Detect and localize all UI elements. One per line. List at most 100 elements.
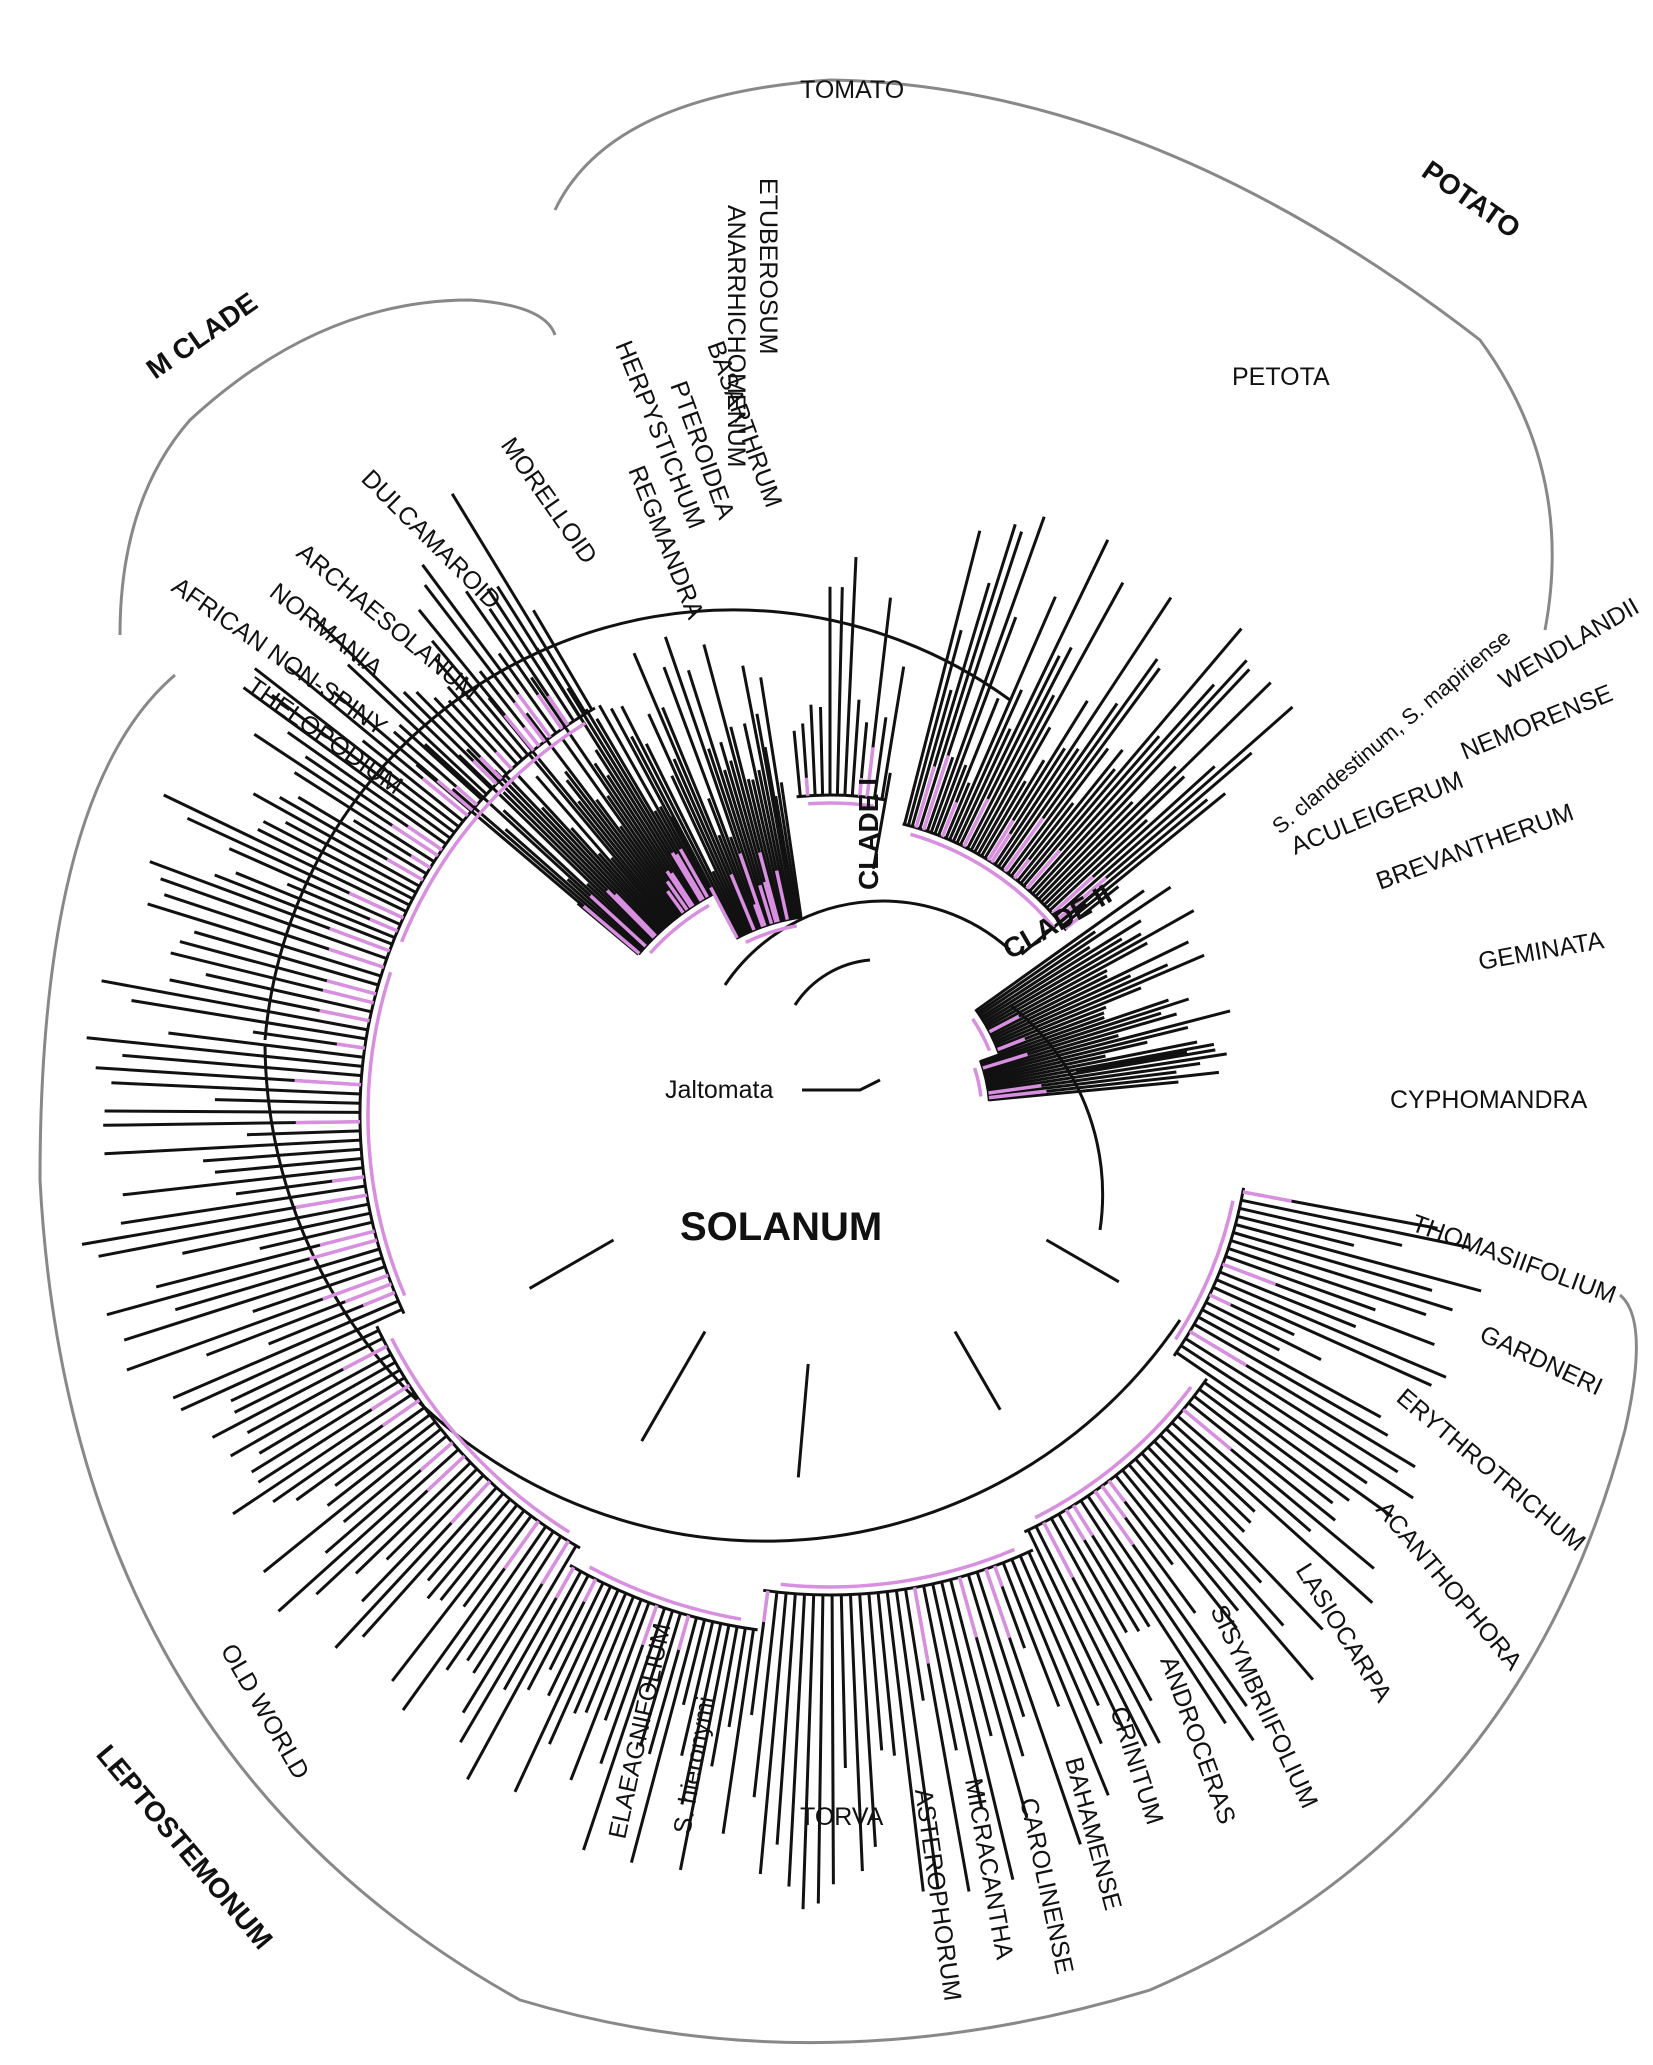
geminata-tip bbox=[981, 919, 1142, 1021]
lepto-upper-tip bbox=[450, 493, 588, 715]
morelloid-tip bbox=[527, 753, 672, 924]
highlighted-branch bbox=[386, 857, 424, 882]
old-world-lower-tip bbox=[426, 1492, 505, 1582]
tomato-tip bbox=[835, 587, 844, 796]
old-world-tip bbox=[252, 1265, 386, 1314]
potato-bracket bbox=[553, 78, 1554, 631]
acanthophora-tip bbox=[1240, 1198, 1471, 1250]
geminata-tip bbox=[993, 963, 1169, 1044]
morelloid-tip bbox=[586, 882, 650, 944]
highlighted-branch bbox=[419, 1441, 454, 1472]
androceras-tip bbox=[1176, 1414, 1312, 1533]
cyphomandra-tip bbox=[985, 1040, 1148, 1081]
carolinense-tip bbox=[858, 1594, 877, 1847]
backbone-spoke bbox=[1075, 1050, 1188, 1074]
old-world-lower-tip bbox=[459, 1544, 578, 1743]
highlighted-branch bbox=[665, 870, 693, 909]
acanthophora-tip bbox=[1237, 1214, 1355, 1247]
cyphomandra-tip bbox=[987, 1048, 1216, 1090]
morelloid-tip bbox=[565, 779, 677, 920]
torva-tip bbox=[645, 1610, 675, 1693]
old-world-lower-tip bbox=[258, 1368, 401, 1455]
highlighted-branch bbox=[1107, 1479, 1127, 1503]
petota-tip bbox=[1045, 775, 1186, 909]
highlighted-branch bbox=[295, 1193, 368, 1210]
tomato-tip bbox=[792, 730, 802, 797]
torva-tip bbox=[629, 1617, 698, 1863]
highlighted-branch bbox=[309, 1238, 378, 1261]
highlighted-branch bbox=[997, 1037, 1026, 1052]
morelloid-tip bbox=[566, 878, 646, 950]
petota-tip bbox=[1006, 667, 1161, 875]
morelloid-tip bbox=[502, 791, 654, 941]
petota-tip bbox=[983, 759, 1046, 859]
torva-tip bbox=[569, 1598, 643, 1781]
androceras-tip bbox=[1203, 1381, 1393, 1518]
petota-tip bbox=[980, 780, 1027, 857]
highlighted-branch bbox=[494, 750, 514, 771]
spine-arc bbox=[793, 958, 871, 1006]
old-world-lower-tip bbox=[385, 1467, 478, 1561]
old-world-lower-tip bbox=[342, 1434, 448, 1524]
petota-tip bbox=[903, 530, 982, 825]
clade-label-clade1: CLADE I bbox=[853, 778, 884, 890]
highlighted-connector bbox=[808, 801, 874, 808]
torva-tip bbox=[721, 1629, 755, 1834]
highlighted-branch bbox=[421, 777, 469, 817]
old-world-lower-tip bbox=[250, 1376, 406, 1474]
acanthophora-tip bbox=[1239, 1206, 1403, 1247]
geminata-tip bbox=[992, 974, 1132, 1041]
petota-tip bbox=[993, 596, 1173, 866]
highlighted-branch bbox=[582, 904, 641, 955]
old-world-lower-tip bbox=[229, 1360, 397, 1458]
androceras-tip bbox=[1140, 1452, 1263, 1584]
lepto-upper-tip bbox=[235, 871, 396, 939]
lepto-upper-tip bbox=[228, 847, 401, 926]
section-label-cyphomandra: CYPHOMANDRA bbox=[1390, 1086, 1588, 1114]
petota-tip bbox=[918, 523, 1017, 830]
leptostemonum-bracket bbox=[38, 673, 1638, 2045]
highlighted-branch bbox=[540, 1540, 570, 1585]
regmandra-tip bbox=[757, 769, 792, 920]
highlighted-connector bbox=[910, 832, 1056, 929]
petota-tip bbox=[1034, 668, 1251, 898]
cyphomandra-tip bbox=[988, 1070, 1177, 1097]
petota-tip bbox=[937, 764, 968, 836]
old-world-lower-tip bbox=[334, 1413, 431, 1487]
petota-tip bbox=[1022, 627, 1243, 887]
acanthophora-tip bbox=[1193, 1322, 1389, 1437]
carolinense-tip bbox=[787, 1594, 806, 1887]
old-world-lower-tip bbox=[232, 1391, 416, 1516]
highlighted-branch bbox=[471, 759, 498, 786]
carolinense-tip bbox=[752, 1591, 779, 1798]
morelloid-tip bbox=[570, 826, 664, 931]
section-label-morelloid: MORELLOID bbox=[495, 432, 602, 569]
torva-tip bbox=[639, 1612, 682, 1747]
group-label-lepto: LEPTOSTEMONUM bbox=[90, 1739, 278, 1955]
androceras-tip bbox=[1114, 1474, 1238, 1630]
torva-tip bbox=[680, 1623, 723, 1805]
highlighted-connector bbox=[1174, 1200, 1235, 1341]
geminata-tip bbox=[991, 940, 1190, 1039]
old-world-lower-tip bbox=[426, 1498, 512, 1600]
regmandra-tip bbox=[711, 870, 745, 936]
highlighted-branch bbox=[670, 851, 703, 902]
highlighted-branch bbox=[670, 872, 695, 907]
androceras-tip bbox=[1057, 1513, 1128, 1634]
petota-tip bbox=[1031, 659, 1248, 895]
torva-tip bbox=[466, 1570, 583, 1781]
geminata-tip bbox=[995, 953, 1205, 1046]
highlighted-branch bbox=[988, 1083, 1042, 1095]
morelloid-tip bbox=[504, 828, 644, 951]
carolinense-tip bbox=[975, 1571, 1026, 1718]
petota-tip bbox=[1040, 765, 1177, 904]
acanthophora-tip bbox=[1215, 1278, 1447, 1379]
regmandra-tip bbox=[620, 705, 741, 938]
highlighted-branch bbox=[436, 779, 474, 812]
highlighted-branch bbox=[410, 854, 432, 870]
section-label-anarrhichomenum: ANARRHICHOMENUM bbox=[722, 205, 750, 468]
old-world-lower-tip bbox=[466, 1530, 555, 1662]
morelloid-tip bbox=[451, 787, 642, 953]
highlighted-branch bbox=[362, 1290, 396, 1308]
old-world-tip bbox=[122, 1053, 362, 1078]
